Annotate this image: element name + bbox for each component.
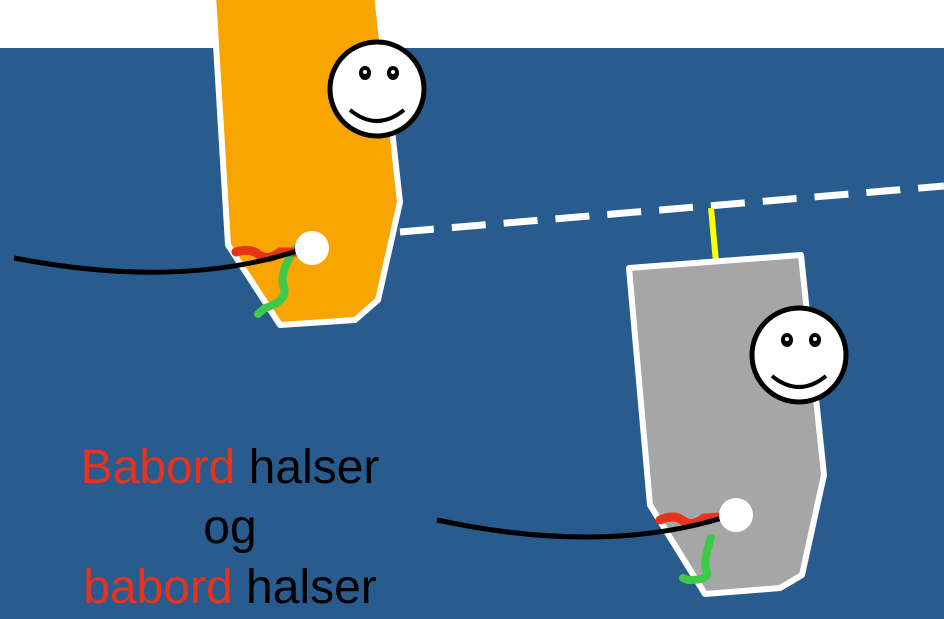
tiller-green bbox=[254, 244, 300, 318]
smiley-face-icon bbox=[327, 39, 427, 139]
yellow-marker bbox=[708, 207, 719, 263]
gray-boat bbox=[436, 252, 849, 597]
caption-line-1: Babord halser bbox=[30, 438, 430, 498]
tiller-green bbox=[679, 534, 715, 585]
caption: Babord halser og babord halser bbox=[30, 438, 430, 618]
orange-boat bbox=[13, 0, 427, 328]
smiley-face-icon bbox=[749, 305, 849, 405]
caption-highlight: babord bbox=[83, 561, 233, 614]
caption-text: halser bbox=[235, 441, 380, 494]
sheet-line bbox=[13, 247, 301, 275]
block-circle bbox=[295, 231, 329, 265]
red-marker bbox=[655, 512, 727, 528]
caption-highlight: Babord bbox=[80, 441, 236, 494]
caption-text: halser bbox=[232, 561, 377, 614]
sky bbox=[0, 0, 944, 48]
caption-line-3: babord halser bbox=[30, 558, 430, 618]
dashed-line bbox=[399, 182, 944, 236]
caption-line-2: og bbox=[203, 501, 257, 554]
block-circle bbox=[719, 498, 753, 532]
sheet-line bbox=[436, 515, 723, 540]
